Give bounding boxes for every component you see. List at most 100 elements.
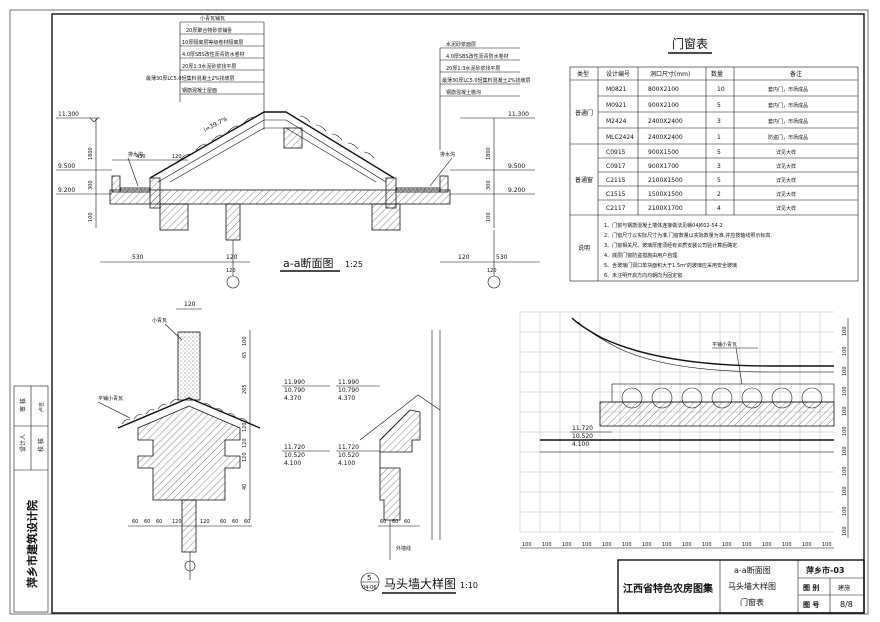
window-qty: 3: [717, 163, 721, 170]
reviewer-name: 卢吉: [38, 402, 45, 412]
th-note: 备注: [790, 70, 802, 78]
bottom-dim: 120: [172, 519, 182, 525]
outer-frame: [9, 9, 869, 615]
grid-bottom-dim: 100: [642, 542, 652, 548]
roof-slope: i=39.7%: [203, 115, 229, 133]
grid-bottom-dim: 100: [542, 542, 552, 548]
window-size: 900X1700: [648, 163, 679, 170]
grid-elev: 11.720: [572, 425, 593, 432]
elev-a-side: 4.370: [338, 395, 355, 402]
grid-bottom-dim: 100: [742, 542, 752, 548]
layer-right-4: 最薄30厚LC5.0轻集料混凝土2%找坡层: [442, 77, 531, 84]
door-size: 800X2100: [648, 86, 679, 93]
door-size: 2400X2400: [648, 118, 683, 125]
flat-tile-label-front: 平铺小青瓦: [98, 395, 123, 402]
dim-430: 430: [136, 154, 146, 160]
dim-120-top: 120: [172, 154, 182, 160]
layer-left-3: 10厚隔离层等级卷材隔离层: [182, 39, 243, 46]
category-value: 建施: [838, 584, 850, 592]
door-size: 900X2100: [648, 102, 679, 109]
grid-bottom-dim: 100: [822, 542, 832, 548]
notes-label: 说明: [578, 244, 590, 252]
door-code: M0821: [606, 86, 627, 93]
dim-1800-left: 1800: [88, 147, 94, 160]
door-size: 2400X2400: [648, 134, 683, 141]
tile-label: 小青瓦: [152, 317, 167, 324]
horsehead-title: 马头墙大样图: [384, 576, 456, 591]
vertical-dim: 120: [242, 422, 248, 432]
elev-9500-left: 9.500: [58, 163, 75, 170]
elev-9200-right: 9.200: [508, 187, 525, 194]
atlas-name: 江西省特色农房图集: [623, 582, 714, 595]
window-type-label: 普通窗: [575, 176, 593, 184]
axis-dim-left: 120: [226, 268, 236, 274]
elev-11300-right: 11.300: [508, 111, 529, 118]
grid-right-dim: 100: [842, 326, 848, 336]
top-dim: 120: [184, 301, 196, 308]
layer-left-4: 4.0厚SBS改性沥青防水卷材: [182, 51, 245, 58]
wall-line-label: 外墙线: [396, 545, 411, 552]
reviewer-label: 审 核: [19, 398, 27, 412]
drawing-code: 萍乡市-03: [806, 565, 844, 575]
title-block: 江西省特色农房图集 a-a断面图 马头墙大样图 门窗表 萍乡市-03 图 别 建…: [617, 559, 865, 614]
th-size: 洞口尺寸(mm): [650, 70, 690, 78]
elev-b-side: 11.720: [338, 444, 359, 451]
bottom-dim: 60: [156, 519, 162, 525]
th-qty: 数量: [711, 70, 723, 78]
axis-bubble-left: [226, 275, 240, 289]
section-title: a-a断面图: [283, 256, 333, 270]
elev-a-side: 11.990: [338, 379, 359, 386]
note-item: 2、门窗尺寸以实际尺寸为准,门窗数量以实际数量为准,并应按轴线照示标高.: [604, 232, 772, 239]
th-code: 设计编号: [606, 70, 630, 78]
layer-notes-right: 水泥砂浆面层 4.0厚SBS改性沥青防水卷材 20厚1:3水泥砂浆找平层 最薄3…: [439, 41, 531, 150]
window-size: 2100X1700: [648, 205, 683, 212]
grid-bottom-dim: 100: [602, 542, 612, 548]
designer-label: 设计人: [19, 434, 27, 452]
window-qty: 2: [717, 191, 721, 198]
window-note: 详见大样: [776, 163, 796, 170]
number-value: 8/8: [840, 600, 853, 609]
elev-a-front: 10.790: [284, 387, 305, 394]
grid-right-dim: 100: [842, 526, 848, 536]
section-a-a: 小青瓦铺瓦 20厚聚合物砂浆铺卧 10厚隔离层等级卷材隔离层 4.0厚SBS改性…: [56, 15, 540, 289]
grid-bottom-dim: 100: [662, 542, 672, 548]
door-code: M0921: [606, 102, 627, 109]
vertical-dim: 120: [242, 452, 248, 462]
window-code: C0915: [606, 149, 626, 156]
profile-dim: 60: [392, 519, 398, 525]
layer-right-1: 水泥砂浆面层: [446, 41, 476, 48]
window-code: C1515: [606, 191, 626, 198]
door-window-table: 门窗表 类型 设计编号 洞口尺寸(mm) 数量 备注 普通门 普通窗 M0821…: [569, 36, 859, 282]
callout-number: 5: [367, 574, 371, 582]
door-note: 套内门，市场成品: [768, 118, 808, 125]
dim-530-right: 530: [496, 254, 508, 261]
layer-right-3: 20厚1:3水泥砂浆找平层: [446, 65, 500, 72]
drawing-name-2: 马头墙大样图: [728, 581, 776, 591]
elev-b-front: 4.100: [284, 460, 301, 467]
grid-elev: 4.100: [572, 441, 589, 448]
profile-dim: 60: [404, 519, 410, 525]
elev-11300-left: 11.300: [58, 111, 79, 118]
grid-bottom-dim: 100: [702, 542, 712, 548]
window-code: C2117: [606, 205, 626, 212]
vertical-dim: 100: [242, 336, 248, 346]
dim-120-right: 120: [458, 254, 470, 261]
bottom-dim: 60: [220, 519, 226, 525]
profile-dim: 60: [380, 519, 386, 525]
number-label: 图 号: [803, 600, 819, 609]
elev-b-side: 10.520: [338, 452, 359, 459]
grid-right-dim: 100: [842, 386, 848, 396]
grid-bottom-dim: 100: [522, 542, 532, 548]
table-title: 门窗表: [672, 36, 708, 51]
grid-right-dim: 100: [842, 406, 848, 416]
checker-label: 校 核: [37, 438, 45, 452]
left-margin: 审 核 卢吉 设计人 校 核 萍乡市建筑设计院: [13, 385, 49, 613]
elev-b-front: 11.720: [284, 444, 305, 451]
